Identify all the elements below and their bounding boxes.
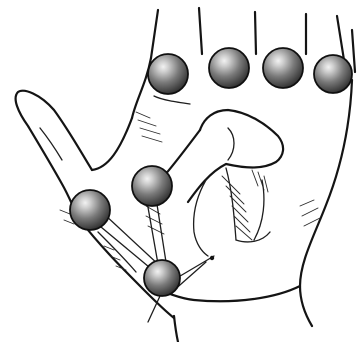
thumb-knuckle-joint <box>132 166 172 206</box>
little-knuckle <box>314 55 352 93</box>
index-knuckle <box>148 54 188 94</box>
thumb-tip-joint <box>70 190 110 230</box>
pointer-dot <box>210 256 214 260</box>
ring-knuckle <box>263 48 303 88</box>
thumb-base-joint <box>144 260 180 296</box>
middle-knuckle <box>209 48 249 88</box>
